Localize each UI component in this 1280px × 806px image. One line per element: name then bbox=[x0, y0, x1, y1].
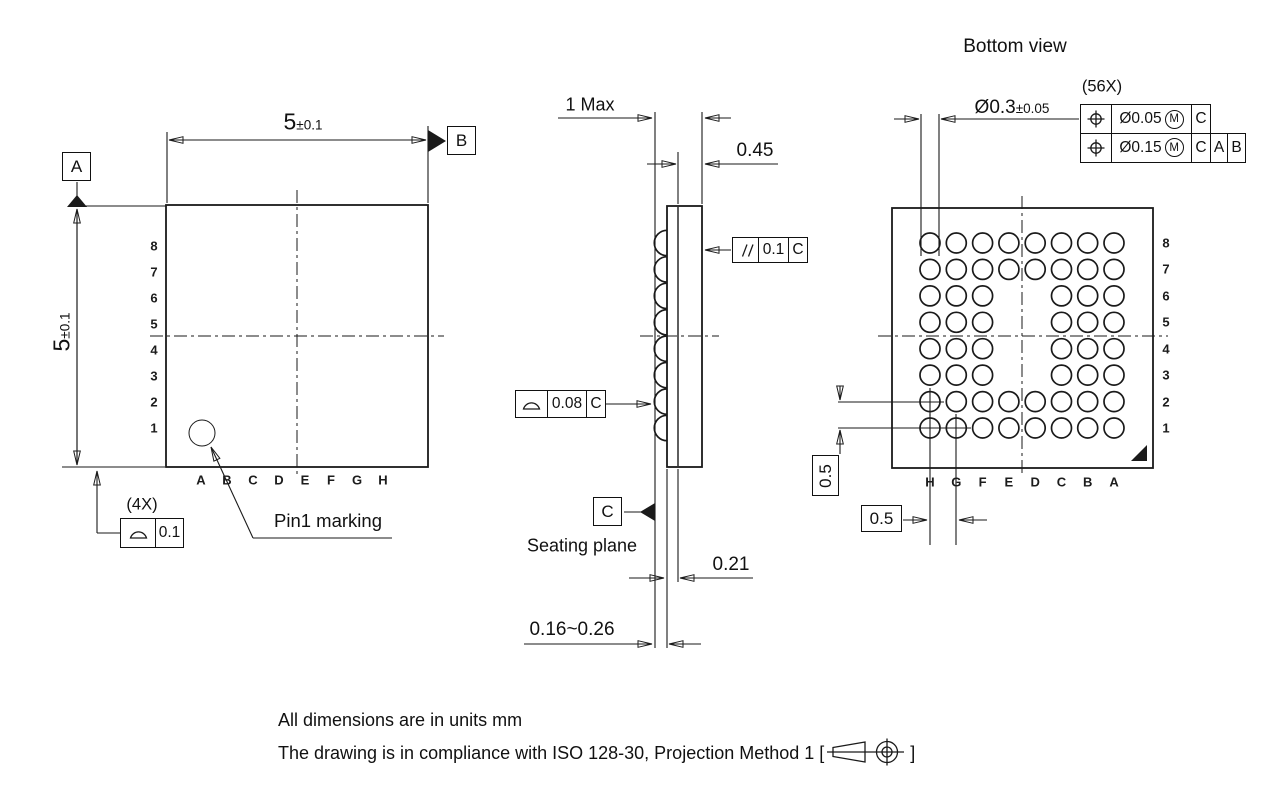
side-view-linework bbox=[524, 112, 778, 648]
bottom-view-col-label: A bbox=[1109, 474, 1119, 490]
datum-c-label: C bbox=[601, 501, 614, 521]
coplanarity-value: 0.08 bbox=[547, 391, 586, 417]
top-view-col-label: F bbox=[327, 472, 335, 488]
position-2-datum-c: C bbox=[1191, 133, 1210, 162]
top-view-height-dim: 5±0.1 bbox=[48, 312, 75, 352]
pin1-marking-label: Pin1 marking bbox=[274, 510, 382, 531]
position-2-value: Ø0.15 M bbox=[1111, 133, 1191, 162]
ball-protrusion-dim: 0.16~0.26 bbox=[529, 619, 615, 640]
position-fcf-1: Ø0.05 M C bbox=[1080, 104, 1211, 134]
position-icon bbox=[1081, 134, 1111, 162]
side-body-height-dim: 0.45 bbox=[736, 140, 774, 161]
datum-a-box: A bbox=[62, 152, 91, 181]
bottom-view-row-label: 6 bbox=[1162, 288, 1170, 304]
top-view-col-label: A bbox=[196, 472, 206, 488]
bottom-view-row-label: 4 bbox=[1162, 341, 1170, 357]
datum-b-label: B bbox=[455, 130, 468, 150]
top-view-row-label: 1 bbox=[150, 420, 158, 436]
profile-of-surface-icon bbox=[516, 391, 547, 417]
corner-callout-count: (4X) bbox=[126, 495, 158, 514]
top-view-row-label: 8 bbox=[150, 238, 158, 254]
bottom-view-col-label: D bbox=[1030, 474, 1040, 490]
pitch-x-dim: 0.5 bbox=[861, 505, 902, 532]
top-view-col-label: D bbox=[274, 472, 284, 488]
side-total-height-dim: 1 Max bbox=[565, 94, 615, 115]
standoff-dim: 0.21 bbox=[712, 554, 750, 575]
top-view-col-label: C bbox=[248, 472, 258, 488]
position-1-datum-c: C bbox=[1191, 105, 1210, 133]
top-view-row-label: 7 bbox=[150, 264, 158, 280]
top-view-col-label: B bbox=[222, 472, 232, 488]
position-2-datum-b: B bbox=[1227, 133, 1245, 162]
ball-diameter-dim: Ø0.3±0.05 bbox=[974, 97, 1050, 118]
top-view-row-label: 5 bbox=[150, 316, 158, 332]
position-2-datum-a: A bbox=[1210, 133, 1227, 162]
parallelism-icon bbox=[733, 238, 758, 262]
bottom-view-col-label: G bbox=[951, 474, 962, 490]
note-standard: The drawing is in compliance with ISO 12… bbox=[278, 737, 915, 767]
top-view-col-label: H bbox=[378, 472, 388, 488]
bottom-view-col-label: B bbox=[1083, 474, 1093, 490]
bottom-view-row-label: 7 bbox=[1162, 261, 1170, 277]
parallelism-fcf: 0.1 C bbox=[732, 237, 808, 263]
coplanarity-datum: C bbox=[586, 391, 605, 417]
bottom-view-col-label: H bbox=[925, 474, 935, 490]
corner-profile-fcf: 0.1 bbox=[120, 518, 184, 548]
bottom-view-row-label: 1 bbox=[1162, 420, 1170, 436]
bottom-view-col-label: C bbox=[1056, 474, 1067, 490]
profile-of-surface-icon bbox=[121, 519, 155, 547]
bottom-view-row-label: 5 bbox=[1162, 314, 1170, 330]
note-units: All dimensions are in units mm bbox=[278, 710, 523, 730]
position-1-value: Ø0.05 M bbox=[1111, 105, 1191, 133]
first-angle-projection-icon bbox=[827, 738, 905, 766]
datum-a-label: A bbox=[70, 156, 83, 176]
top-view-col-label: G bbox=[351, 472, 363, 488]
pitch-y-dim: 0.5 bbox=[812, 455, 839, 496]
top-view-row-label: 6 bbox=[150, 290, 158, 306]
corner-profile-value: 0.1 bbox=[155, 519, 183, 547]
mmc-modifier-icon: M bbox=[1164, 109, 1184, 129]
bottom-view-title: Bottom view bbox=[963, 36, 1067, 57]
seating-plane-label: Seating plane bbox=[526, 535, 638, 556]
top-view-width-dim: 5±0.1 bbox=[283, 108, 323, 135]
top-view-row-label: 2 bbox=[150, 394, 158, 410]
bottom-view-row-label: 8 bbox=[1162, 235, 1170, 251]
datum-c-box: C bbox=[593, 497, 622, 526]
parallelism-datum: C bbox=[788, 238, 807, 262]
coplanarity-fcf: 0.08 C bbox=[515, 390, 606, 418]
bottom-view-row-label: 3 bbox=[1162, 367, 1170, 383]
parallelism-value: 0.1 bbox=[758, 238, 788, 262]
bottom-view-row-label: 2 bbox=[1162, 394, 1170, 410]
top-view-col-label: E bbox=[300, 472, 310, 488]
bottom-view-col-label: F bbox=[978, 474, 987, 490]
bottom-view-linework bbox=[836, 114, 1168, 545]
bottom-view-col-label: E bbox=[1004, 474, 1014, 490]
position-icon bbox=[1081, 105, 1111, 133]
top-view-linework bbox=[62, 126, 446, 539]
top-view-row-label: 3 bbox=[150, 368, 158, 384]
datum-b-box: B bbox=[447, 126, 476, 155]
top-view-row-label: 4 bbox=[150, 342, 158, 358]
mmc-modifier-icon: M bbox=[1164, 138, 1184, 157]
position-fcf-2: Ø0.15 M C A B bbox=[1080, 132, 1246, 163]
ball-count-label: (56X) bbox=[1081, 77, 1123, 96]
